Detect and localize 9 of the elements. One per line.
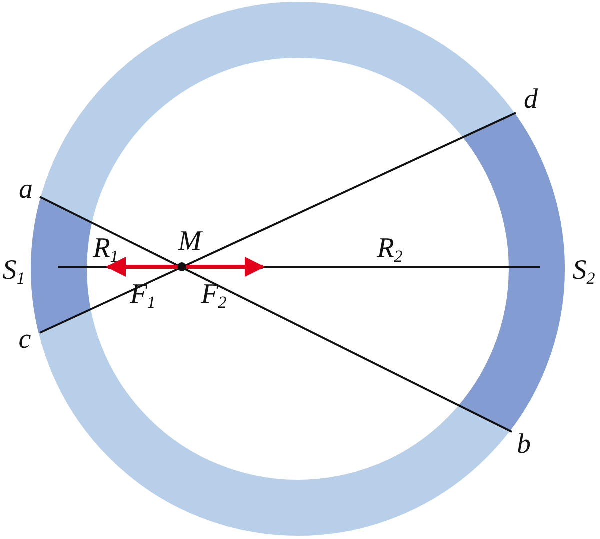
area-label: S$_{2}$ bbox=[572, 257, 596, 287]
point-label: d bbox=[524, 86, 538, 114]
point-label: b bbox=[517, 431, 531, 459]
area-label: S$_{1}$ bbox=[2, 257, 26, 287]
point-label: c bbox=[18, 326, 32, 354]
point-label: a bbox=[19, 176, 33, 204]
point-label: M bbox=[178, 228, 202, 256]
distance-label: R$_{2}$ bbox=[377, 235, 403, 265]
distance-label: R$_{1}$ bbox=[93, 235, 119, 265]
